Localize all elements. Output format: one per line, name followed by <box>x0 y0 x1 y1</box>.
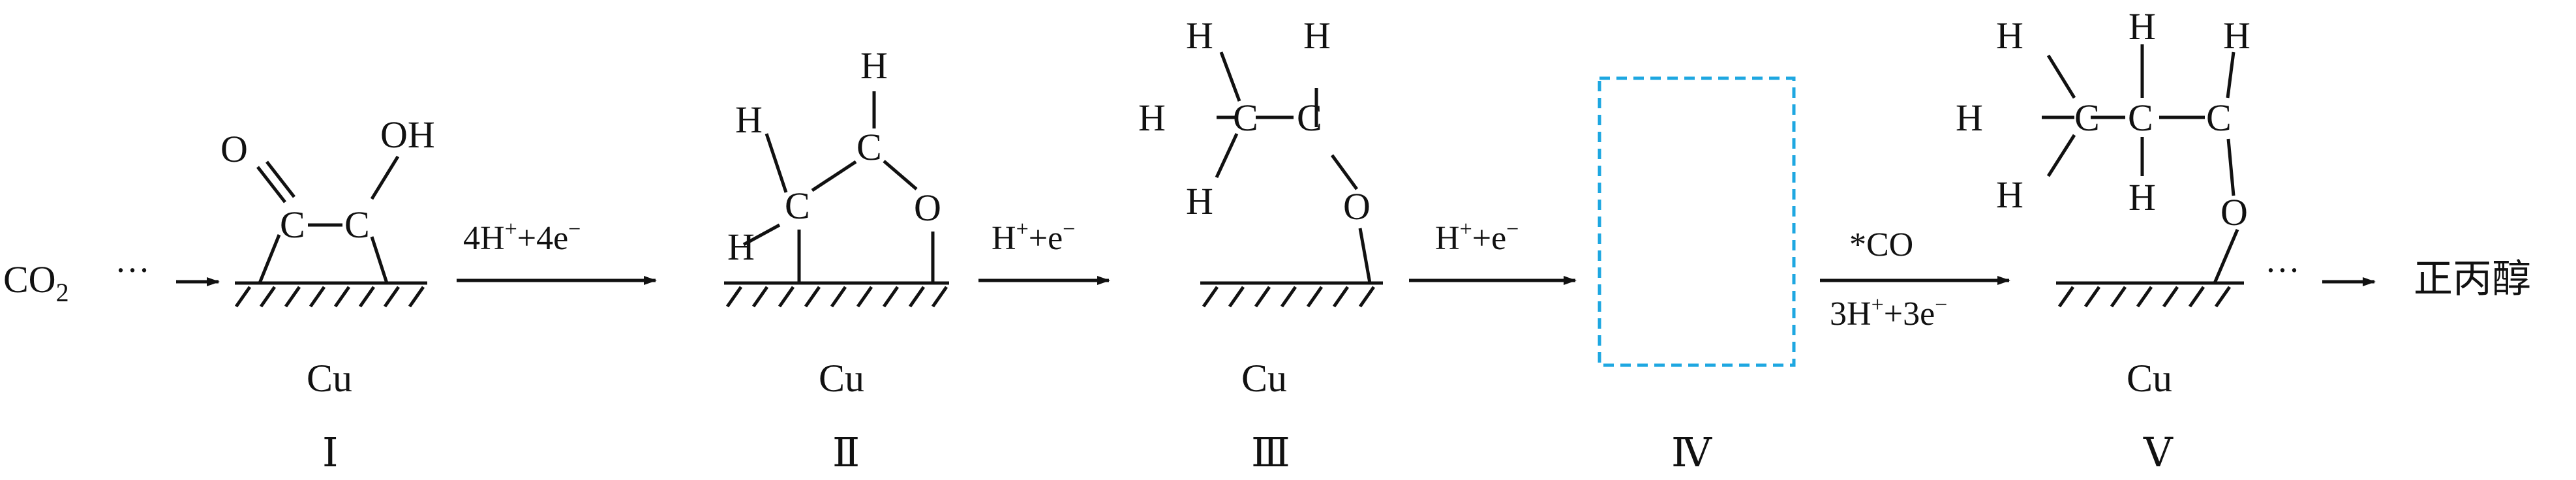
cu-label-5: Cu <box>2127 357 2172 400</box>
atom-c-ch2: C <box>785 185 810 227</box>
dots-right: ··· <box>2265 250 2300 290</box>
atom-h1: H <box>727 226 755 268</box>
atom-o: O <box>1343 185 1371 228</box>
cu-surface-5 <box>2056 281 2244 308</box>
structure-2: C C O H H H Cu Ⅱ <box>724 44 949 475</box>
bonds-2 <box>742 91 935 283</box>
step3-label: H++e− <box>1435 217 1519 257</box>
atom-h-bottom: H <box>1186 180 1213 222</box>
atom-c-ch3: C <box>2074 97 2100 139</box>
step4-top-label: *CO <box>1849 226 1913 263</box>
cu-surface-1 <box>234 281 427 308</box>
step-arrow-3: H++e− <box>1409 217 1577 285</box>
co2-formula: CO <box>3 258 56 301</box>
start-species: CO2 ··· <box>3 250 220 307</box>
roman-2: Ⅱ <box>832 431 860 475</box>
bonds-3 <box>1215 52 1372 284</box>
atom-h3: H <box>860 44 888 87</box>
atom-h-top: H <box>1186 14 1213 57</box>
step-arrow-2: H++e− <box>978 217 1110 285</box>
step4-bottom-label: 3H++3e− <box>1830 293 1947 333</box>
cu-surface-3 <box>1200 281 1383 308</box>
cu-label-3: Cu <box>1241 357 1287 400</box>
cu-surface-2 <box>724 281 949 308</box>
svg-text:CO2: CO2 <box>3 258 69 307</box>
atom-h-ch2-bottom: H <box>2129 176 2156 218</box>
atom-c-cho: C <box>1297 97 1322 139</box>
atom-c-ch2: C <box>2128 97 2153 139</box>
structure-4: Ⅳ <box>1598 76 1796 475</box>
dots-left: ··· <box>115 250 150 290</box>
cu-label-1: Cu <box>307 357 352 400</box>
roman-1: Ⅰ <box>322 431 339 475</box>
product-name: 正丙醇 <box>2414 256 2531 302</box>
bonds-5 <box>2042 44 2239 284</box>
end-product: ··· 正丙醇 <box>2265 250 2531 302</box>
atom-h-ch2-top: H <box>2129 5 2156 48</box>
atom-h-left: H <box>1138 97 1166 139</box>
atom-c1: C <box>280 203 305 246</box>
structure-1: C C O OH Cu Ⅰ <box>220 113 435 475</box>
step2-label: H++e− <box>992 217 1075 257</box>
structure-3: C C O H H H H Cu Ⅲ <box>1138 14 1383 475</box>
roman-5: Ⅴ <box>2143 431 2174 475</box>
structure-5: C C C O H H H H H H Cu Ⅴ <box>1956 5 2250 475</box>
atom-o: O <box>220 128 248 170</box>
atom-h-ch3-bottom: H <box>1996 173 2023 216</box>
atom-c-ch3: C <box>1233 97 1258 139</box>
atom-h-ch3-top: H <box>1996 14 2023 57</box>
atom-h2: H <box>735 98 763 141</box>
co2-subscript: 2 <box>56 278 69 307</box>
roman-3: Ⅲ <box>1251 431 1290 475</box>
step-arrow-1: 4H++4e− <box>457 217 657 285</box>
atom-h-cho: H <box>2223 14 2250 57</box>
atom-c2: C <box>344 203 370 246</box>
step1-label: 4H++4e− <box>463 217 581 257</box>
roman-4: Ⅳ <box>1671 431 1712 475</box>
placeholder-box <box>1598 76 1796 367</box>
atom-c-cho: C <box>2206 97 2232 139</box>
atom-h-cho: H <box>1303 14 1331 57</box>
step-arrow-4: *CO 3H++3e− <box>1820 226 2010 333</box>
atom-h-left: H <box>1956 97 1983 139</box>
atom-c-cho: C <box>856 126 882 168</box>
bonds-1 <box>256 155 400 284</box>
atom-oh: OH <box>380 113 435 156</box>
atom-o: O <box>2220 191 2248 233</box>
cu-label-2: Cu <box>819 357 864 400</box>
atom-o: O <box>914 187 941 229</box>
